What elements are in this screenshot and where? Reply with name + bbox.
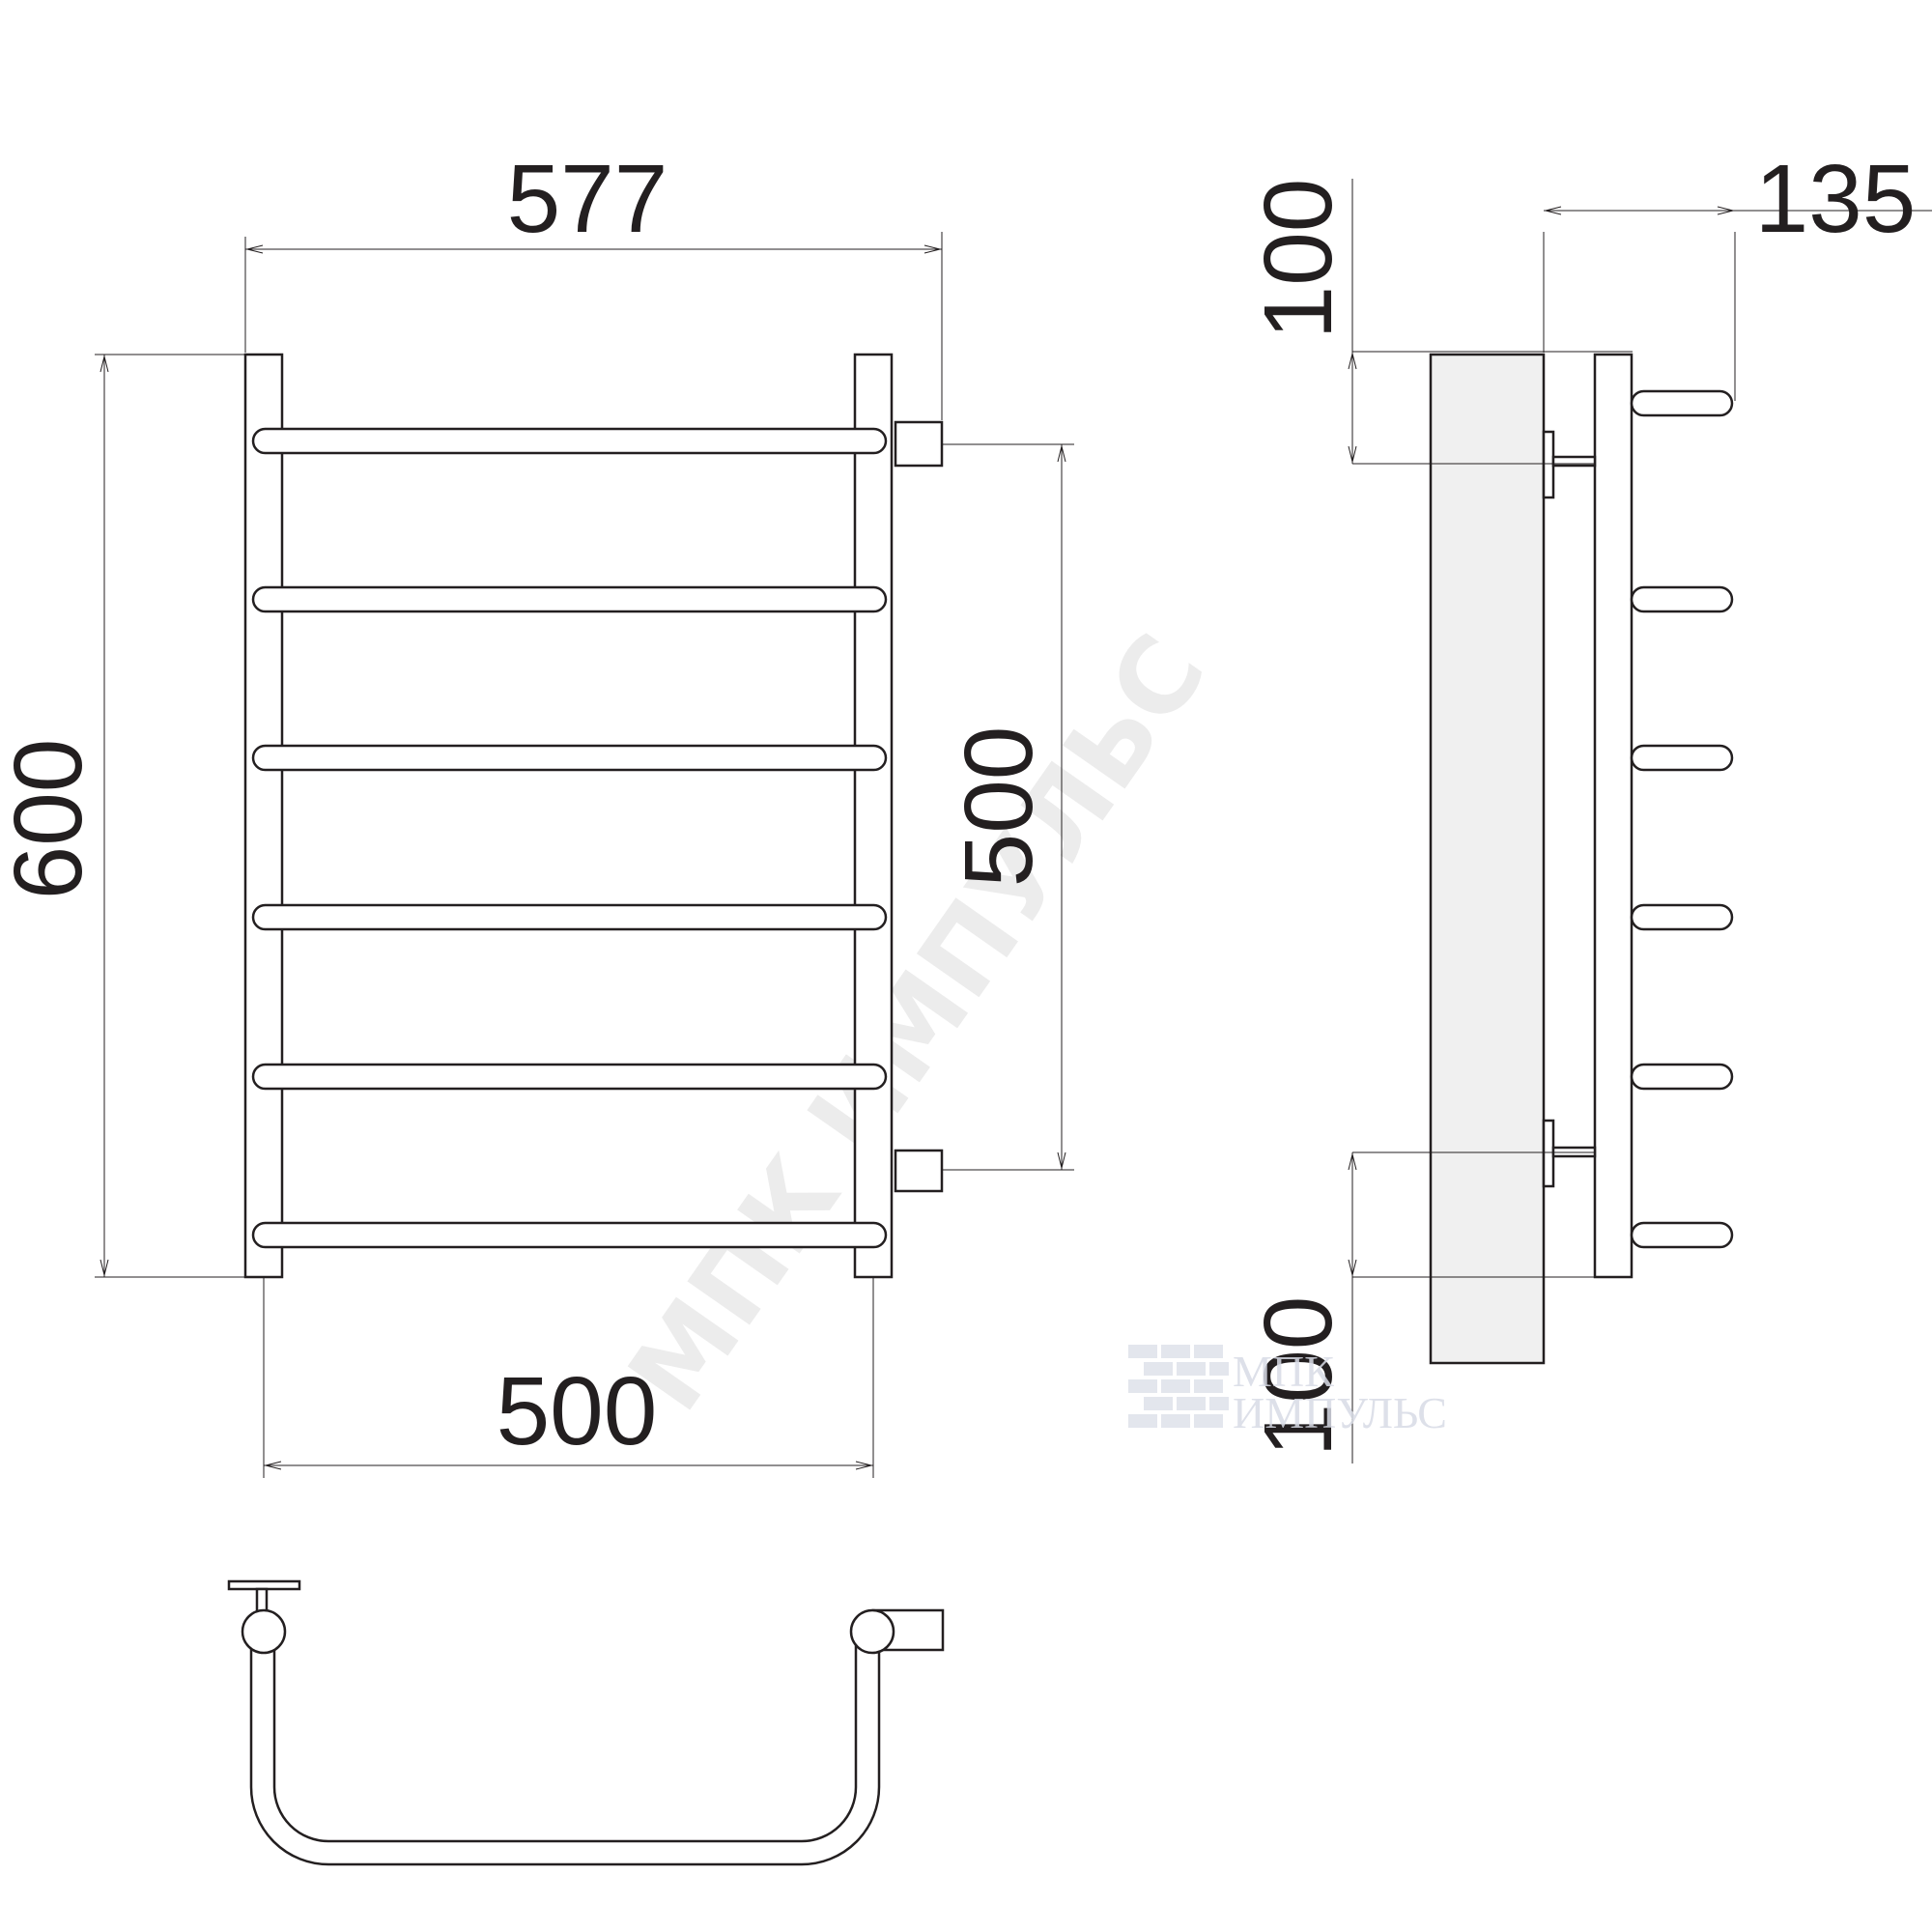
dimension-label-577: 577 <box>507 145 668 253</box>
bottom-connection-nipple <box>894 1149 944 1193</box>
side-rail-body <box>1593 353 1634 1279</box>
dimension-label-500-horizontal: 500 <box>497 1357 658 1465</box>
dimension-wall-offset-bottom: 100 <box>1244 1151 1633 1463</box>
logo-text-line2: ИМПУЛЬС <box>1233 1388 1447 1437</box>
rung <box>251 427 888 455</box>
rung <box>251 1063 888 1091</box>
top-left-post-circle <box>241 1608 287 1655</box>
left-post <box>243 353 284 1279</box>
right-post <box>853 353 894 1279</box>
side-rung <box>1630 585 1734 613</box>
rung <box>251 744 888 772</box>
dimension-wall-offset-top: 100 <box>1244 179 1633 465</box>
dimension-label-600: 600 <box>0 739 102 900</box>
front-view <box>243 353 944 1279</box>
side-rung <box>1630 389 1734 417</box>
wall-bracket-bottom <box>1542 1119 1597 1188</box>
rung <box>251 1221 888 1249</box>
dimension-label-135: 135 <box>1755 145 1917 253</box>
dimension-overall-width: 577 <box>244 145 943 420</box>
dimension-depth: 135 <box>1543 145 1932 401</box>
side-rung <box>1630 1063 1734 1091</box>
rungs <box>251 427 888 1249</box>
dimension-center-distance-horizontal: 500 <box>263 1277 874 1478</box>
logo-text-line1: МПК <box>1233 1347 1334 1396</box>
watermark-diagonal-text: МПК ИМПУЛЬС <box>606 614 1229 1433</box>
side-rung <box>1630 1221 1734 1249</box>
side-view <box>1429 353 1734 1365</box>
company-logo-watermark: МПК ИМПУЛЬС <box>1128 1345 1447 1437</box>
dimension-center-distance-vertical: 500 <box>942 443 1074 1171</box>
dimension-overall-height: 600 <box>0 354 245 1278</box>
rung <box>251 585 888 613</box>
top-connection-nipple <box>894 420 944 468</box>
rung <box>251 903 888 931</box>
top-u-tube <box>249 1640 881 1866</box>
top-right-post-circle <box>849 1608 895 1655</box>
brick-logo-icon <box>1128 1345 1229 1428</box>
dimension-label-500-vertical: 500 <box>945 726 1053 888</box>
top-view <box>227 1579 945 1866</box>
wall-bracket-top <box>1542 430 1597 499</box>
wall-plate <box>1429 353 1546 1365</box>
side-rungs <box>1630 389 1734 1249</box>
side-rung <box>1630 903 1734 931</box>
dimension-label-100-bottom: 100 <box>1244 1296 1352 1458</box>
dimension-label-100-top: 100 <box>1244 179 1352 340</box>
side-rung <box>1630 744 1734 772</box>
